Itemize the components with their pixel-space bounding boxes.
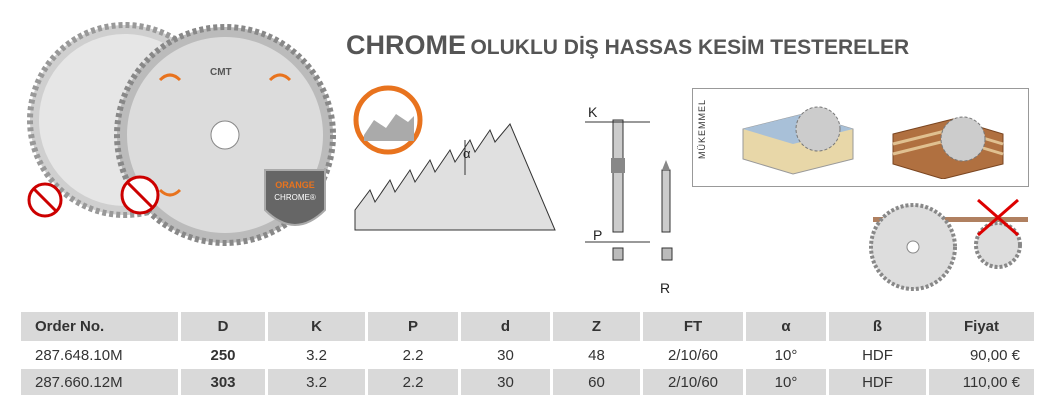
alpha-label: α [463,146,471,161]
header-p: P [368,312,458,341]
p-label: P [593,227,603,243]
tooth-profile-diagram: α [353,85,556,231]
kerf: 3.2 [306,346,327,364]
table-row: 287.660.12M 303 3.2 2.2 30 60 2/10/60 10… [21,369,1034,395]
teeth: 48 [588,346,605,364]
order-no: 287.648.10M [35,346,123,364]
header-bore: d [461,312,550,341]
beta: HDF [862,346,893,364]
title-rest: OLUKLU DİŞ HASSAS KESİM TESTERELER [470,36,910,59]
diameter: 303 [181,369,265,395]
header-z: Z [553,312,640,341]
table-header-row: Order No. D K P d Z FT α ß Fiyat [21,312,1034,341]
order-no: 287.660.12M [21,369,178,395]
k-label: K [588,104,598,120]
header-price: Fiyat [929,312,1034,341]
blade-size-comparison [869,198,1028,291]
materials-panel: MÜKEMMEL [692,88,1029,187]
header-beta: ß [829,312,926,341]
header-k: K [268,312,365,341]
header-alpha: α [746,312,826,341]
title-brand: CHROME [346,30,466,60]
kerf: 3.2 [268,369,365,395]
price: 90,00 € [969,346,1020,364]
badge-chrome: CHROME® [274,193,316,202]
table-row: 287.648.10M 250 3.2 2.2 30 48 2/10/60 10… [21,342,1034,368]
saw-blades-image: ORANGE CHROME® CMT [27,22,336,246]
plate: 2.2 [402,346,424,364]
header-order-no: Order No. [21,312,178,341]
bore: 30 [461,369,550,395]
price: 110,00 € [929,369,1034,395]
blade-logo: CMT [210,67,232,78]
page-title: CHROME OLUKLU DİŞ HASSAS KESİM TESTERELE… [346,30,909,61]
alpha: 10° [774,346,798,364]
plate: 2.2 [368,369,458,395]
ft: 2/10/60 [643,369,743,395]
beta: HDF [829,369,926,395]
bore: 30 [497,346,514,364]
badge-orange: ORANGE [275,180,315,190]
alpha: 10° [746,369,826,395]
teeth: 60 [553,369,640,395]
materials-label: MÜKEMMEL [697,99,707,160]
header-d: D [181,312,265,341]
kerf-diagram [585,119,673,261]
diameter: 250 [210,346,236,364]
product-table: Order No. D K P d Z FT α ß Fiyat 287.648… [18,311,1037,396]
materials-image [742,106,1004,179]
ft: 2/10/60 [667,346,719,364]
header-ft: FT [643,312,743,341]
r-label: R [660,280,671,296]
